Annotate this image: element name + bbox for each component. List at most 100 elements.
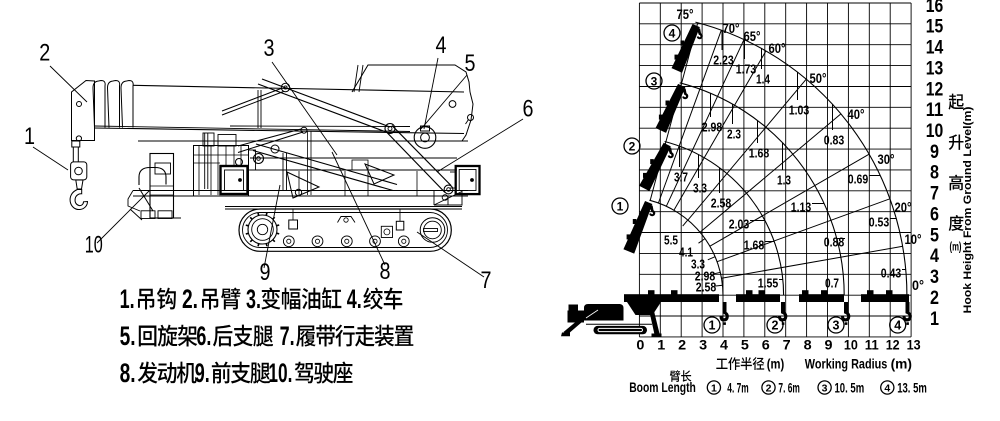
svg-text:0: 0 (636, 338, 644, 353)
svg-text:2.: 2. (182, 284, 198, 314)
svg-text:4. 7m: 4. 7m (727, 380, 748, 396)
svg-text:9.: 9. (195, 358, 210, 388)
svg-text:2: 2 (39, 39, 50, 66)
svg-text:Hook Height From Ground Level(: Hook Height From Ground Level(m) (962, 106, 974, 313)
svg-text:4: 4 (894, 319, 901, 333)
svg-text:1.68: 1.68 (744, 238, 765, 253)
svg-text:4.1: 4.1 (679, 245, 693, 260)
svg-text:2: 2 (629, 139, 636, 153)
svg-text:11: 11 (865, 338, 879, 353)
svg-text:0.88: 0.88 (824, 235, 845, 250)
svg-text:8: 8 (804, 338, 813, 353)
svg-text:15: 15 (926, 17, 944, 38)
svg-text:50°: 50° (810, 71, 827, 86)
svg-text:3.: 3. (246, 284, 261, 314)
svg-text:2.58: 2.58 (711, 196, 732, 211)
svg-text:(m): (m) (767, 356, 785, 372)
svg-text:1.55: 1.55 (758, 276, 779, 291)
svg-text:6.: 6. (196, 321, 211, 351)
svg-text:1: 1 (24, 123, 35, 150)
svg-text:5.: 5. (120, 321, 136, 351)
svg-text:2.03: 2.03 (729, 217, 750, 232)
svg-text:1.68: 1.68 (749, 146, 770, 161)
svg-text:70°: 70° (723, 21, 740, 36)
svg-text:(m): (m) (891, 356, 912, 372)
svg-text:13: 13 (926, 58, 944, 79)
svg-text:10: 10 (926, 121, 944, 142)
svg-text:6: 6 (523, 96, 534, 123)
svg-text:1: 1 (657, 338, 666, 353)
svg-text:0.43: 0.43 (881, 266, 902, 281)
svg-text:7: 7 (481, 267, 492, 294)
svg-text:16: 16 (926, 0, 944, 17)
svg-text:2.23: 2.23 (713, 53, 734, 68)
svg-text:60°: 60° (769, 41, 786, 56)
svg-text:2: 2 (678, 338, 686, 353)
svg-text:2.58: 2.58 (696, 280, 717, 295)
svg-text:1.73: 1.73 (736, 62, 757, 77)
svg-text:9: 9 (825, 338, 833, 353)
svg-text:12: 12 (886, 338, 900, 353)
svg-text:5.5: 5.5 (664, 233, 678, 248)
svg-text:10°: 10° (905, 232, 922, 247)
svg-text:4.: 4. (347, 284, 362, 314)
svg-text:4: 4 (884, 382, 890, 394)
svg-text:0.69: 0.69 (848, 172, 869, 187)
svg-text:75°: 75° (677, 7, 694, 22)
svg-text:13. 5m: 13. 5m (897, 380, 927, 396)
svg-text:1.3: 1.3 (777, 173, 791, 188)
svg-text:0.7: 0.7 (825, 276, 839, 291)
svg-text:2: 2 (772, 319, 779, 333)
svg-text:4: 4 (436, 32, 447, 59)
svg-text:8.: 8. (120, 358, 136, 388)
svg-text:0.83: 0.83 (824, 133, 845, 148)
svg-text:3: 3 (651, 74, 658, 88)
svg-text:2.98: 2.98 (702, 120, 723, 135)
svg-text:40°: 40° (848, 107, 865, 122)
svg-text:3: 3 (930, 267, 939, 288)
svg-text:3.3: 3.3 (693, 181, 707, 196)
svg-text:4: 4 (669, 26, 676, 40)
svg-text:10: 10 (844, 338, 858, 353)
svg-text:10: 10 (85, 232, 103, 259)
svg-text:14: 14 (926, 38, 944, 59)
svg-text:0°: 0° (912, 278, 924, 293)
svg-text:1: 1 (709, 319, 716, 333)
svg-text:11: 11 (926, 100, 944, 121)
svg-text:3: 3 (822, 382, 828, 394)
svg-text:20°: 20° (895, 200, 912, 215)
svg-text:12: 12 (926, 79, 944, 100)
svg-text:2.3: 2.3 (727, 127, 741, 142)
svg-text:3.3: 3.3 (691, 257, 705, 272)
svg-text:2: 2 (930, 288, 939, 309)
svg-text:2.98: 2.98 (695, 269, 716, 284)
svg-text:7: 7 (783, 338, 791, 353)
svg-text:65°: 65° (744, 29, 761, 44)
svg-text:5: 5 (741, 338, 750, 353)
svg-text:1.4: 1.4 (756, 72, 771, 87)
svg-text:Boom Length: Boom Length (629, 379, 696, 395)
svg-text:6: 6 (930, 205, 939, 226)
svg-text:1: 1 (930, 309, 939, 330)
svg-text:5: 5 (930, 225, 939, 246)
svg-text:9: 9 (260, 259, 271, 286)
svg-text:3: 3 (264, 35, 275, 62)
svg-text:4: 4 (930, 246, 939, 267)
svg-text:5: 5 (465, 50, 476, 77)
svg-text:2: 2 (766, 382, 772, 394)
svg-text:3.7: 3.7 (674, 170, 688, 185)
svg-text:10.: 10. (268, 358, 292, 388)
svg-text:8: 8 (380, 258, 391, 285)
svg-text:6: 6 (762, 338, 771, 353)
svg-text:1.03: 1.03 (789, 103, 810, 118)
svg-text:7. 6m: 7. 6m (778, 380, 800, 396)
svg-text:1: 1 (617, 199, 624, 213)
svg-text:1.: 1. (120, 284, 135, 314)
svg-text:4: 4 (720, 338, 729, 353)
svg-text:1.13: 1.13 (791, 200, 812, 215)
svg-text:0.53: 0.53 (869, 215, 890, 230)
svg-text:3: 3 (833, 319, 840, 333)
svg-text:Working Radius: Working Radius (805, 356, 888, 372)
svg-text:30°: 30° (878, 152, 895, 167)
svg-text:8: 8 (930, 163, 939, 184)
